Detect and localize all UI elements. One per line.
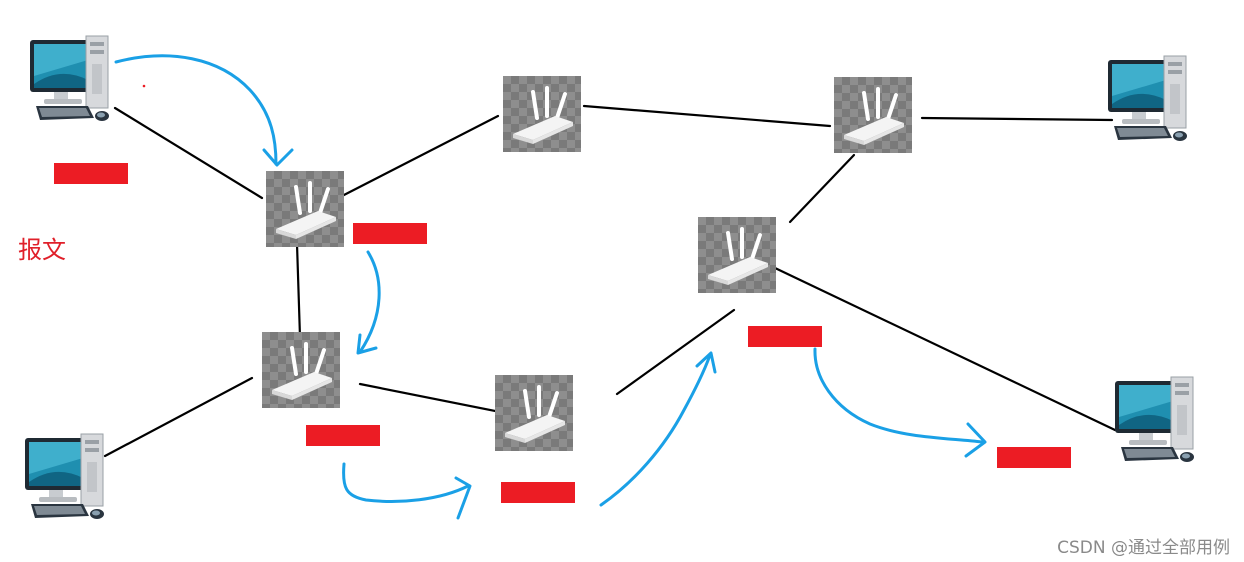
link-r3-r4 bbox=[582, 104, 832, 128]
desktop-computer-icon bbox=[1114, 376, 1195, 463]
packet-block bbox=[748, 326, 822, 347]
watermark: CSDN @通过全部用例 bbox=[1057, 538, 1230, 558]
link-r6-r4 bbox=[788, 153, 856, 224]
wireless-router-icon bbox=[264, 169, 346, 249]
network-links bbox=[103, 104, 1117, 458]
packet-block bbox=[501, 482, 575, 503]
desktop-computer-icon bbox=[29, 35, 110, 122]
flow-arrow bbox=[599, 353, 712, 507]
arrowhead bbox=[695, 351, 717, 374]
link-r2-pc3 bbox=[103, 376, 254, 458]
wireless-router-icon bbox=[260, 330, 342, 410]
arrowhead bbox=[356, 333, 378, 355]
link-pc1-r1 bbox=[113, 106, 264, 200]
flow-arrow bbox=[342, 462, 470, 503]
packet-block bbox=[306, 425, 380, 446]
desktop-computer-icon bbox=[1107, 55, 1188, 142]
link-r2-r5 bbox=[358, 382, 512, 416]
packet-block bbox=[54, 163, 128, 184]
packet-block bbox=[353, 223, 427, 244]
link-r4-pc2 bbox=[920, 116, 1114, 122]
message-label: 报文 bbox=[18, 236, 66, 264]
flow-arrow bbox=[813, 347, 984, 444]
red-dot bbox=[142, 84, 146, 88]
arrowhead bbox=[262, 148, 294, 167]
wireless-router-icon bbox=[493, 373, 575, 453]
wireless-router-icon bbox=[696, 215, 778, 295]
link-r5-r6 bbox=[615, 308, 736, 396]
wireless-router-icon bbox=[832, 75, 914, 155]
packet-block bbox=[997, 447, 1071, 468]
flow-arrows bbox=[114, 54, 987, 520]
arrowhead bbox=[964, 422, 987, 458]
wireless-router-icon bbox=[501, 74, 583, 154]
link-r1-r3 bbox=[340, 114, 500, 198]
arrowhead bbox=[454, 476, 472, 520]
flow-arrow bbox=[358, 250, 381, 354]
packets bbox=[54, 163, 1071, 503]
link-r6-pc4 bbox=[773, 266, 1117, 432]
link-r1-r2 bbox=[295, 242, 302, 339]
flow-arrow bbox=[114, 54, 278, 166]
desktop-computer-icon bbox=[24, 433, 105, 520]
